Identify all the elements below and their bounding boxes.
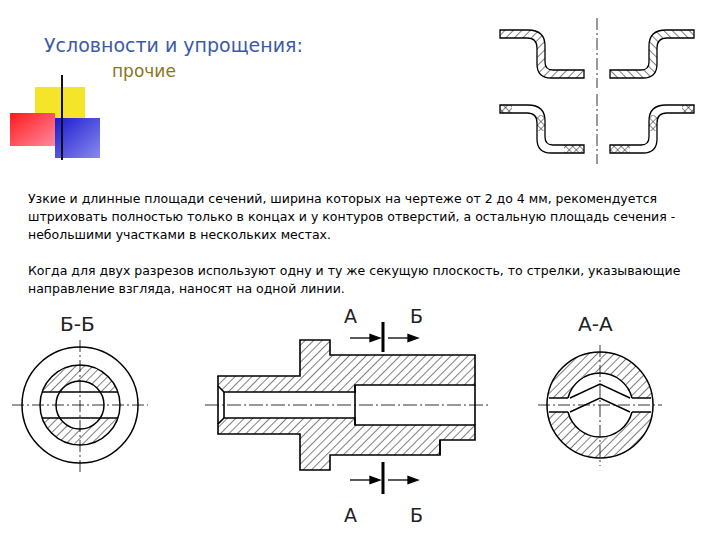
plane-letter: А (344, 505, 357, 527)
slide-title: Условности и упрощения: (44, 34, 303, 56)
section-label: Б-Б (60, 313, 95, 336)
decor-rule (30, 141, 495, 143)
plane-letter: Б (410, 306, 423, 328)
decor (10, 75, 495, 160)
note-text: Узкие и длинные площади сечений, ширина … (28, 190, 704, 244)
section-aa (538, 345, 662, 466)
section-bb (12, 340, 148, 472)
centerline (597, 18, 598, 164)
decor-line (61, 75, 63, 160)
note-text: Когда для двух разрезов используют одну … (28, 262, 704, 298)
part-section (205, 322, 490, 494)
slide-subtitle: прочие (112, 62, 176, 82)
section-label: А-А (578, 313, 613, 336)
view-arrows (350, 335, 418, 484)
plane-letter: Б (410, 505, 423, 527)
plane-letter: А (344, 306, 357, 328)
